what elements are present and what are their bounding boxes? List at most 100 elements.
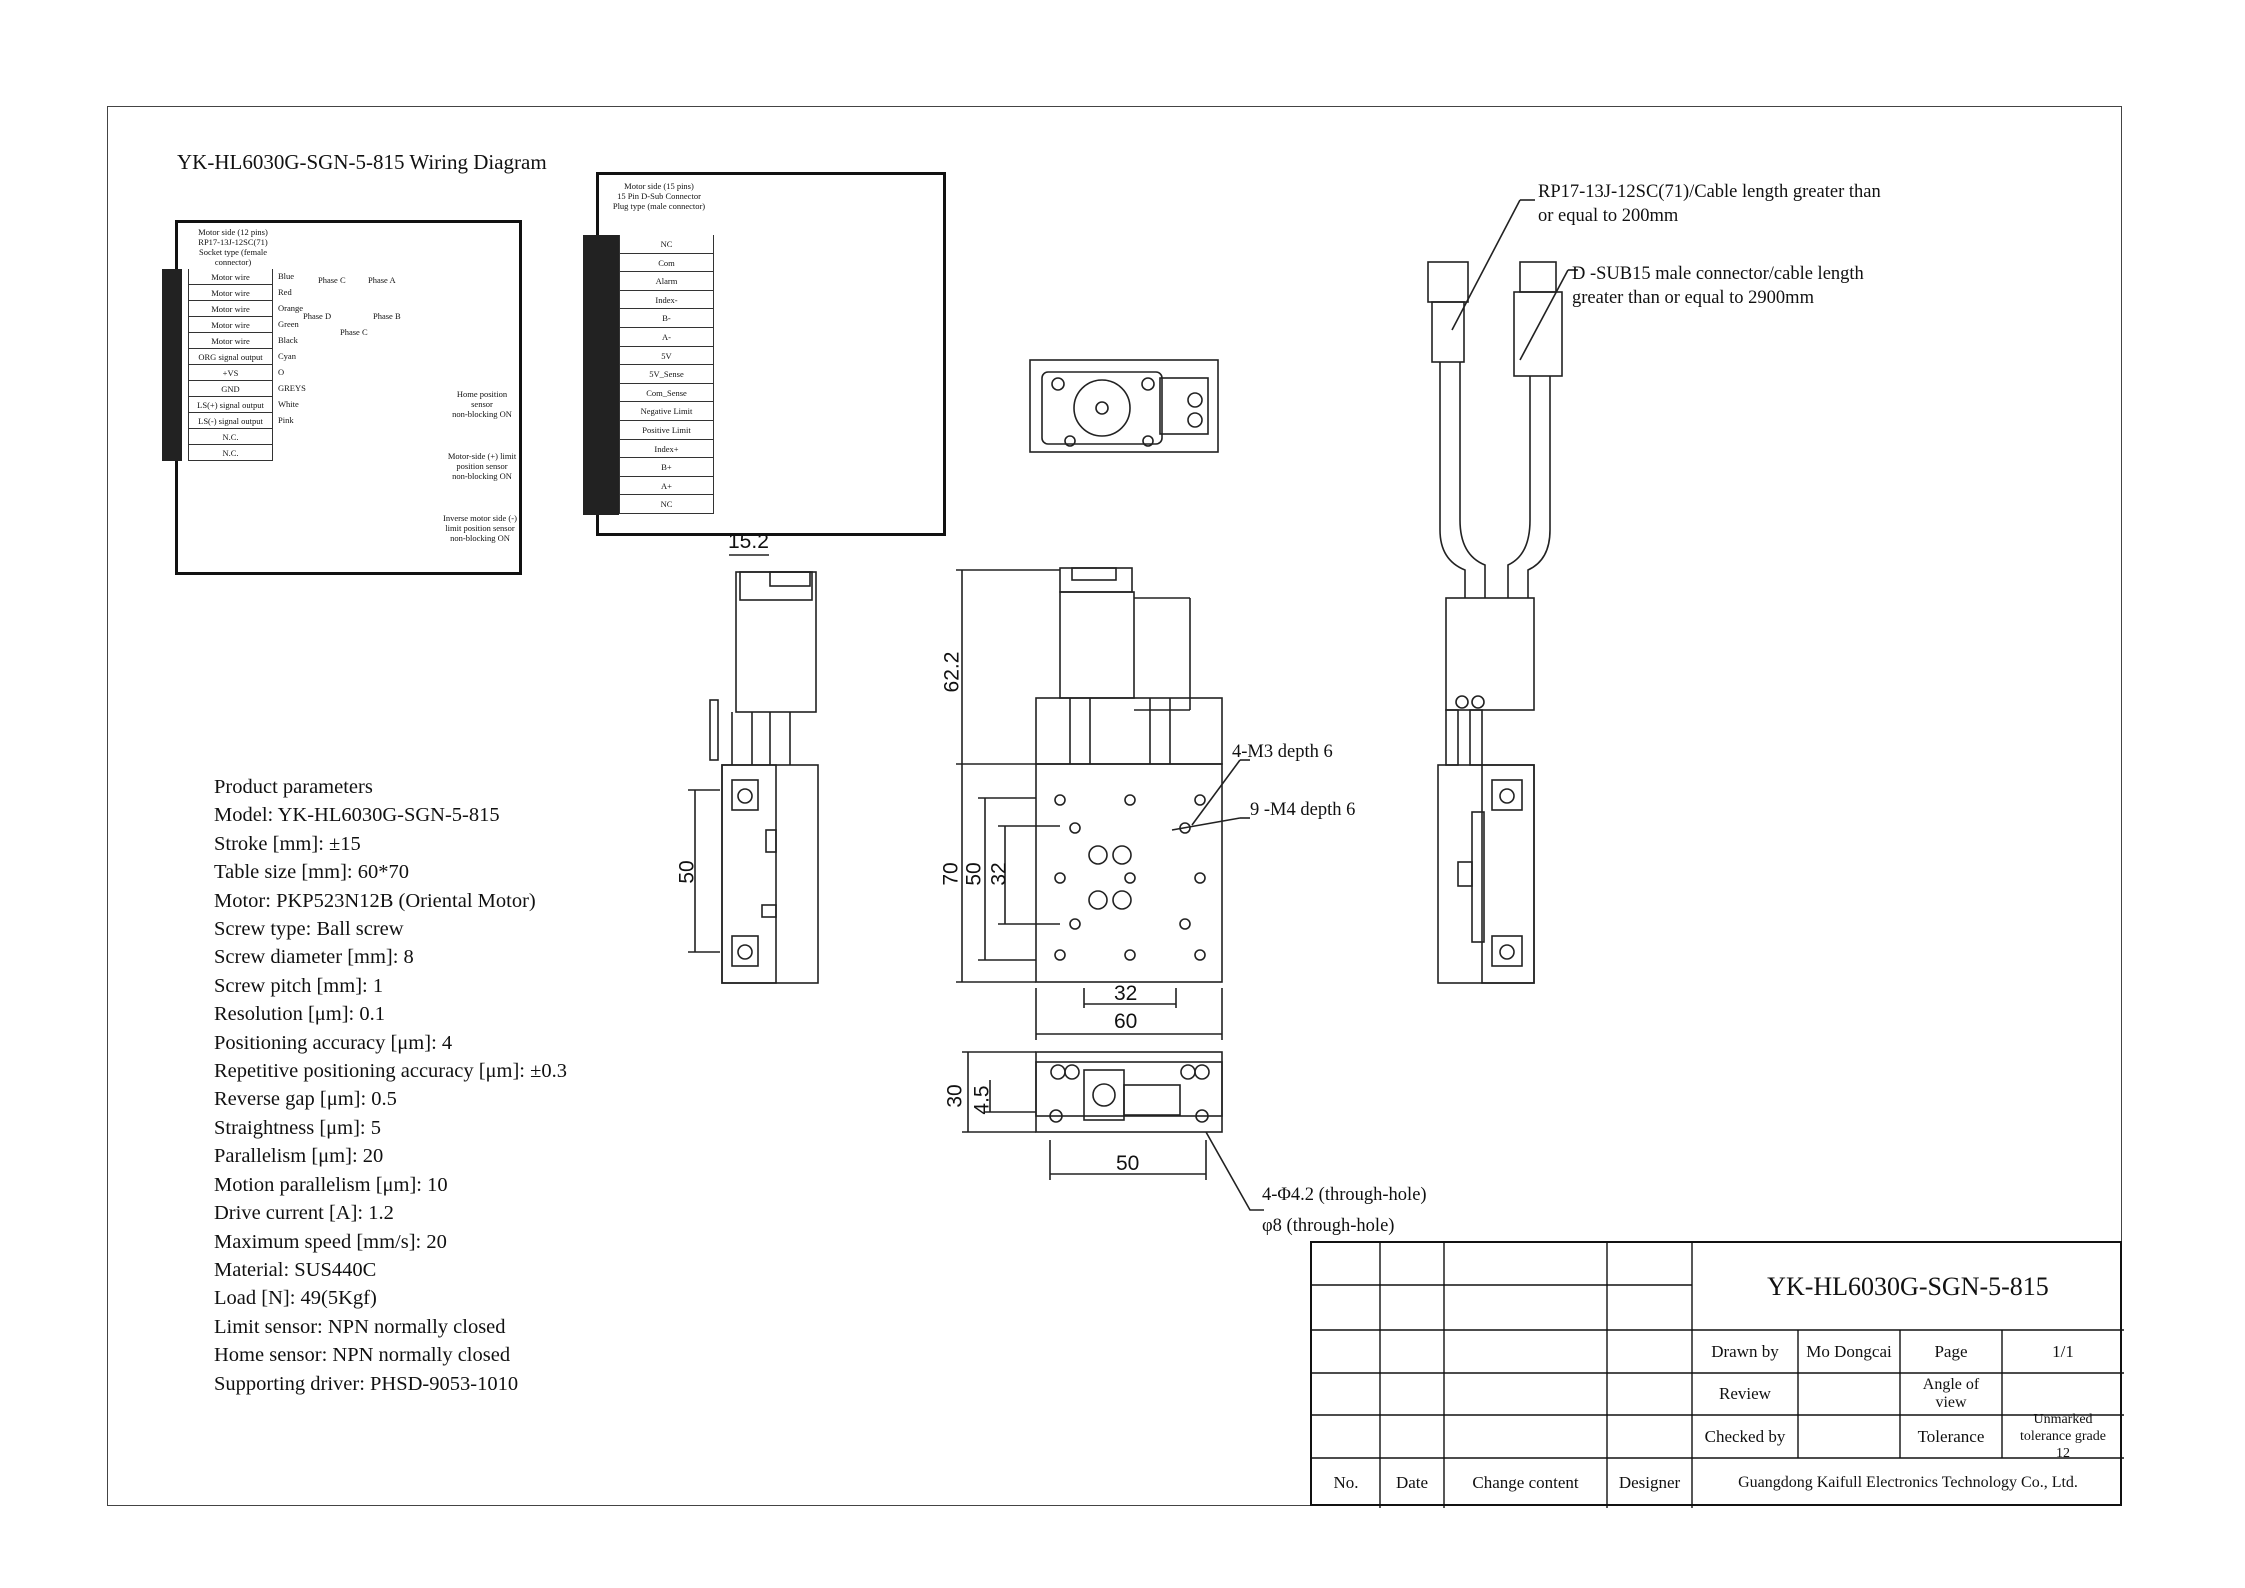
page-value: 1/1 [2052, 1341, 2074, 1361]
pin-15-row: NC [619, 495, 714, 514]
pin-12-row: Motor wire [188, 269, 273, 285]
dim-32-vertical: 32 [987, 862, 1011, 886]
wire-color-label: O [278, 367, 285, 377]
dim-50-front: 50 [962, 862, 986, 886]
wire-color-label: Red [278, 287, 292, 297]
dim-62-2: 62.2 [940, 651, 964, 693]
sensor-label-minus-limit: Inverse motor side (-) limit position se… [443, 513, 517, 543]
drawn-by-label: Drawn by [1711, 1341, 1779, 1361]
pin-12-row: Motor wire [188, 333, 273, 349]
dim-60: 60 [1114, 1010, 1138, 1033]
param-line: Model: YK-HL6030G-SGN-5-815 [214, 804, 500, 827]
tolerance-label: Tolerance [1917, 1426, 1985, 1446]
pin-12-row: LS(-) signal output [188, 413, 273, 429]
param-line: Screw type: Ball screw [214, 918, 404, 941]
wiring-box-15pin: Motor side (15 pins) 15 Pin D-Sub Connec… [583, 172, 946, 536]
pin-15-row: B- [619, 309, 714, 328]
wire-color-label: Cyan [278, 351, 296, 361]
param-line: Load [N]: 49(5Kgf) [214, 1287, 377, 1310]
drawn-by-value: Mo Dongcai [1806, 1341, 1892, 1361]
wire-color-label: White [278, 399, 299, 409]
pin-15-row: B+ [619, 458, 714, 477]
connector-block-12 [162, 269, 182, 461]
pin-15-row: Negative Limit [619, 402, 714, 421]
wire-color-label: Pink [278, 415, 294, 425]
param-line: Straightness [μm]: 5 [214, 1116, 382, 1139]
param-line: Limit sensor: NPN normally closed [214, 1315, 506, 1338]
phase-label: Phase B [373, 311, 401, 321]
pin-15-row: Index+ [619, 439, 714, 459]
cable-note-2: D -SUB15 male connector/cable length gre… [1572, 264, 1864, 308]
left-side-view [688, 554, 819, 984]
param-line: Resolution [μm]: 0.1 [214, 1003, 385, 1026]
pin-15-row: A+ [619, 476, 714, 496]
pin-12-row: GND [188, 381, 273, 397]
wire-color-label: Black [278, 335, 298, 345]
phase-label: Phase C [340, 327, 368, 337]
param-line: Parallelism [μm]: 20 [214, 1145, 384, 1168]
phase-label: Phase C [318, 275, 346, 285]
title-block-grid [1312, 1243, 2124, 1508]
dim-15-2: 15.2 [728, 530, 769, 553]
top-view [1029, 359, 1219, 453]
pin-15-row: Com_Sense [619, 383, 714, 403]
param-line: Material: SUS440C [214, 1258, 377, 1281]
front-view [956, 567, 1250, 1040]
param-line: Maximum speed [mm/s]: 20 [214, 1230, 447, 1253]
checked-by-label: Checked by [1704, 1426, 1786, 1446]
dim-70: 70 [939, 862, 963, 886]
param-line: Motion parallelism [μm]: 10 [214, 1173, 448, 1196]
wire-color-label: GREYS [278, 383, 306, 393]
param-line: Positioning accuracy [μm]: 4 [214, 1031, 453, 1054]
dim-30: 30 [943, 1084, 967, 1108]
pin-12-row: Motor wire [188, 317, 273, 333]
param-line: Motor: PKP523N12B (Oriental Motor) [214, 889, 536, 912]
pin-12-row: N.C. [188, 429, 273, 445]
pin-15-row: A- [619, 328, 714, 347]
pin-12-row: Motor wire [188, 301, 273, 317]
hole-note-m3: 4-M3 depth 6 [1232, 742, 1333, 762]
pin-12-row: +VS [188, 365, 273, 381]
col-date: Date [1395, 1473, 1429, 1492]
param-line: Screw diameter [mm]: 8 [214, 946, 414, 969]
connector-block-15 [583, 235, 619, 515]
hole-note-phi8: φ8 (through-hole) [1262, 1216, 1395, 1236]
pin-12-row: LS(+) signal output [188, 397, 273, 413]
param-line: Screw pitch [mm]: 1 [214, 974, 384, 997]
company-name: Guangdong Kaifull Electronics Technology… [1738, 1474, 2078, 1491]
pin-15-row: NC [619, 235, 714, 254]
pin-12-row: Motor wire [188, 285, 273, 301]
pin-12-row: ORG signal output [188, 349, 273, 365]
phase-label: Phase A [368, 275, 396, 285]
angle-label: Angle of view [1922, 1376, 1980, 1411]
wire-color-label: Green [278, 319, 299, 329]
tolerance-value: Unmarked tolerance grade 12 [2020, 1412, 2106, 1461]
wiring-box-12pin: Motor side (12 pins) RP17-13J-12SC(71) S… [162, 220, 522, 575]
hole-note-through: 4-Φ4.2 (through-hole) [1262, 1185, 1427, 1205]
diagram-title: YK-HL6030G-SGN-5-815 Wiring Diagram [177, 150, 547, 174]
pin-15-row: Index- [619, 290, 714, 310]
motor-side-15-label: Motor side (15 pins) 15 Pin D-Sub Connec… [612, 181, 706, 211]
end-view [962, 1051, 1264, 1211]
param-line: Supporting driver: PHSD-9053-1010 [214, 1372, 519, 1395]
param-line: Stroke [mm]: ±15 [214, 832, 361, 855]
param-line: Home sensor: NPN normally closed [214, 1344, 511, 1367]
title-model: YK-HL6030G-SGN-5-815 [1767, 1271, 2049, 1301]
cable-note-1: RP17-13J-12SC(71)/Cable length greater t… [1538, 182, 1881, 226]
dim-32-horizontal: 32 [1114, 982, 1138, 1005]
col-designer: Designer [1618, 1473, 1681, 1492]
drawing-frame [107, 106, 2122, 1506]
page-label: Page [1934, 1341, 1968, 1361]
motor-side-12-label: Motor side (12 pins) RP17-13J-12SC(71) S… [198, 227, 268, 267]
table-holes [1054, 794, 1206, 961]
pin-12-row: N.C. [188, 445, 273, 461]
pin-15-row: Positive Limit [619, 421, 714, 440]
sensor-label-plus-limit: Motor-side (+) limit position sensor non… [447, 451, 517, 481]
wire-color-label: Blue [278, 271, 295, 281]
review-label: Review [1719, 1384, 1771, 1403]
phase-label: Phase D [303, 311, 332, 321]
hole-note-m4: 9 -M4 depth 6 [1250, 800, 1356, 820]
param-line: Repetitive positioning accuracy [μm]: ±0… [214, 1060, 567, 1083]
pin-15-row: Alarm [619, 272, 714, 291]
